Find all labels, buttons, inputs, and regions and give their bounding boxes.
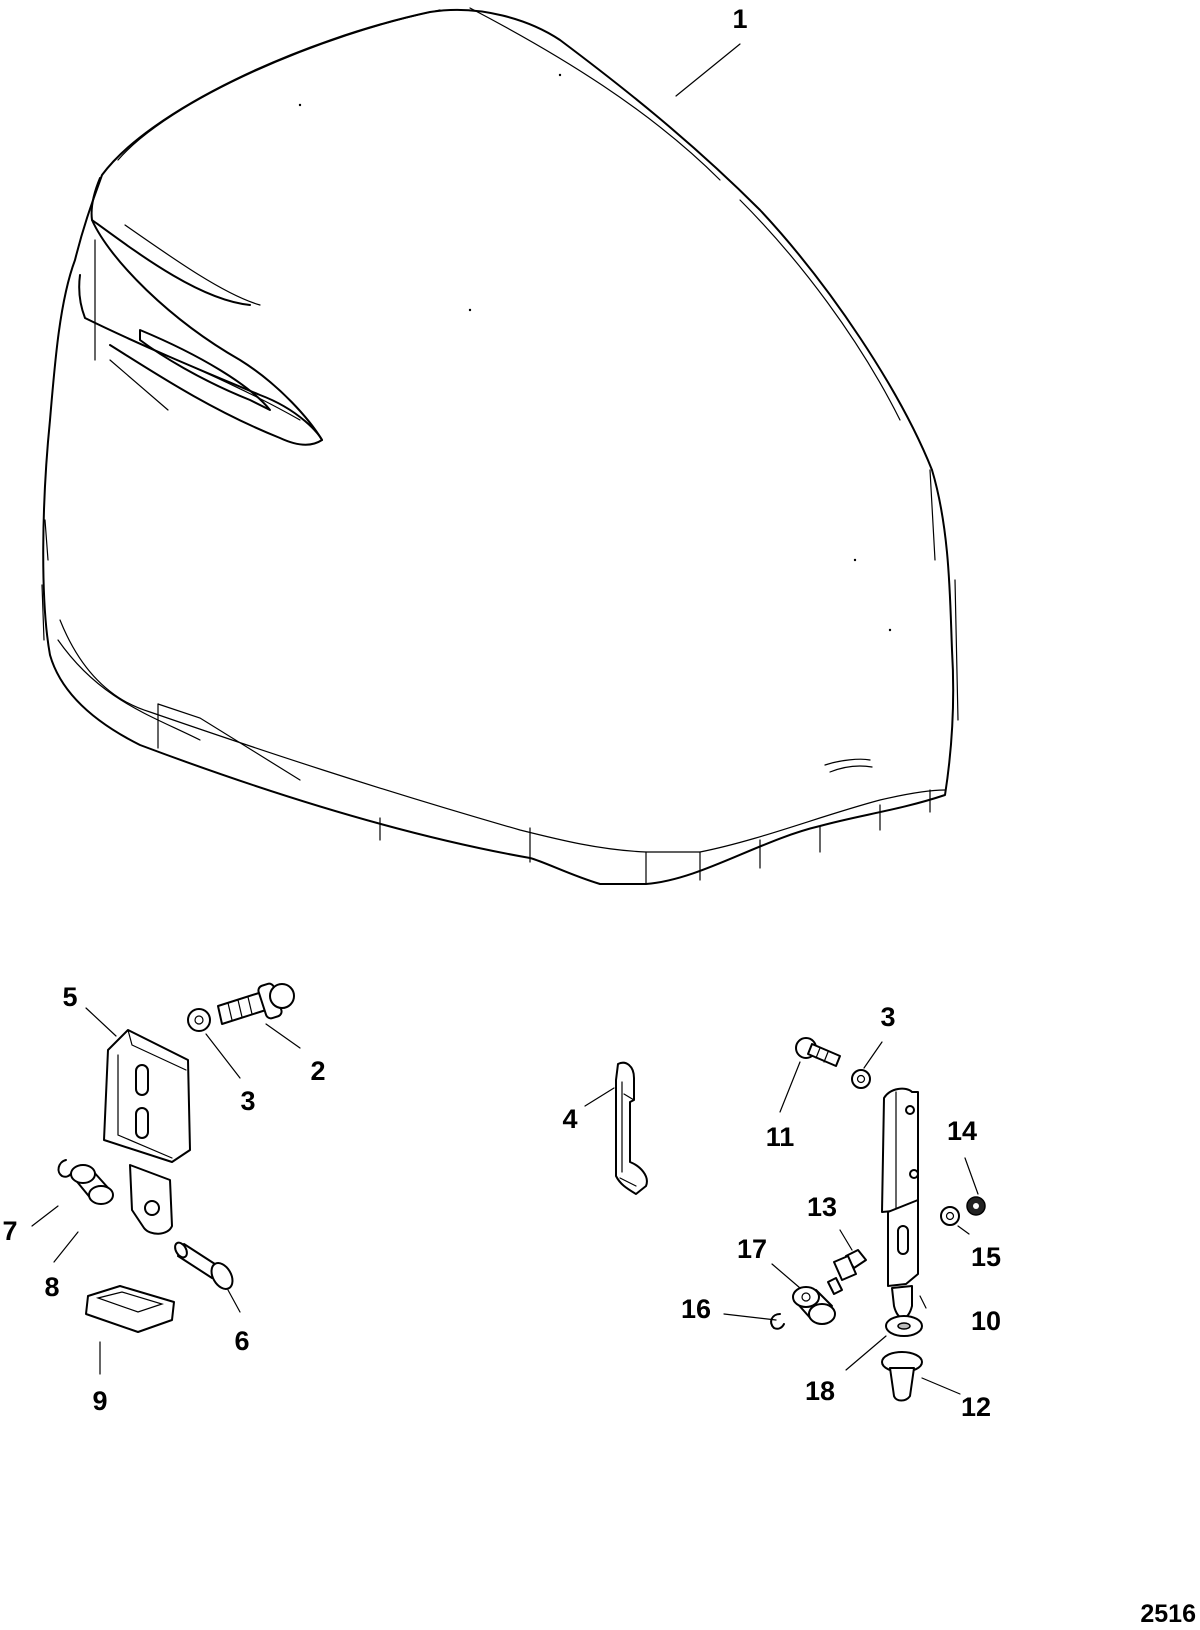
top-cowl: [41, 7, 959, 885]
rubber-pad: [85, 1285, 175, 1333]
callout-6: 6: [234, 1326, 249, 1356]
cowl-bracket: [881, 1087, 919, 1319]
hinge-bolt: [217, 982, 295, 1025]
callout-15: 15: [971, 1242, 1001, 1272]
callout-16: 16: [681, 1294, 711, 1324]
e-clip-left: [57, 1159, 73, 1178]
callout-14: 14: [947, 1116, 977, 1146]
hinge-bracket: [103, 1029, 191, 1235]
callout-3-left: 3: [240, 1086, 255, 1116]
callout-5: 5: [62, 982, 77, 1012]
figure-number: 2516: [1140, 1600, 1196, 1628]
callout-11: 11: [766, 1122, 795, 1152]
callout-3-right: 3: [880, 1002, 895, 1032]
hinge-pin: [174, 1241, 234, 1290]
bracket-bolt: [795, 1037, 841, 1067]
callout-18: 18: [805, 1376, 835, 1406]
callout-12: 12: [961, 1392, 991, 1422]
grommet: [881, 1351, 923, 1402]
callout-17: 17: [737, 1234, 767, 1264]
flat-washer: [940, 1206, 960, 1226]
latch-strip: [615, 1061, 648, 1195]
leader-lines: [31, 43, 979, 1395]
hex-nut: [966, 1196, 986, 1216]
lock-washer-left: [187, 1008, 211, 1032]
callout-13: 13: [807, 1192, 837, 1222]
callout-4: 4: [562, 1104, 577, 1134]
callouts: 1 2 3 3 4 5 6 7 8 9 10 11 12 13 14 15 16…: [2, 4, 1196, 1628]
shoulder-stud: [827, 1249, 867, 1295]
bushing-left: [70, 1164, 114, 1205]
callout-10: 10: [971, 1306, 1001, 1336]
e-clip-right: [770, 1313, 785, 1330]
bushing-right: [792, 1286, 836, 1325]
callout-9: 9: [92, 1386, 107, 1416]
callout-1: 1: [732, 4, 747, 34]
washer-right: [851, 1069, 871, 1089]
callout-2: 2: [310, 1056, 325, 1086]
rubber-washer: [885, 1315, 923, 1337]
callout-7: 7: [2, 1216, 17, 1246]
callout-8: 8: [44, 1272, 59, 1302]
